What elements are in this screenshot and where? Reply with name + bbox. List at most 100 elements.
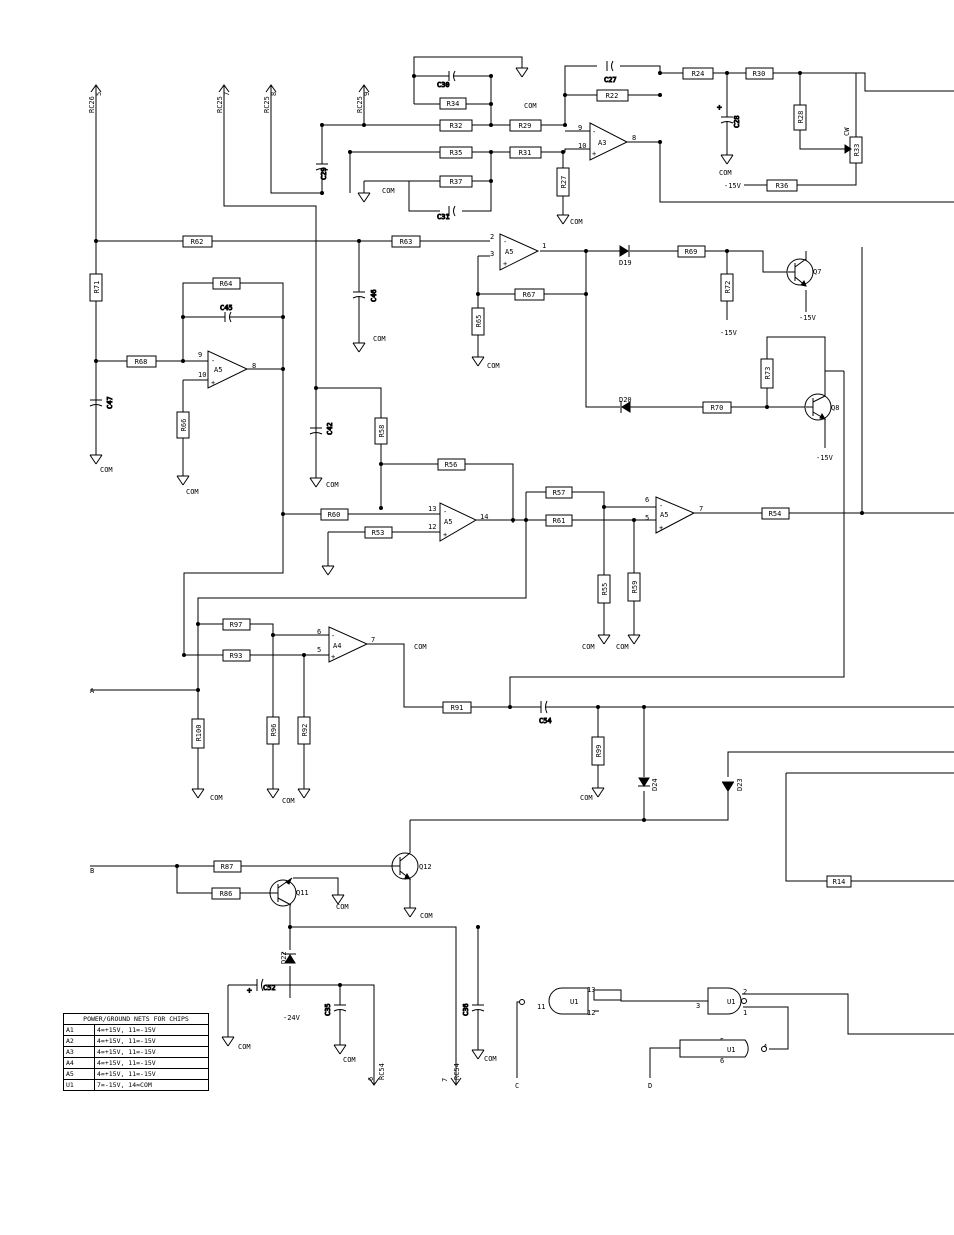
svg-text:R100: R100 (195, 725, 203, 742)
capacitor-c35 (333, 1002, 347, 1015)
svg-text:R57: R57 (553, 489, 566, 497)
resistor-r61: R61 (545, 514, 573, 527)
opamps: A3-+ A5-+ A5-+ A5-+ A5-+ A4-+ (207, 122, 696, 663)
input-labels: A B C D (90, 687, 652, 1090)
svg-text:COM: COM (420, 912, 433, 920)
svg-text:7: 7 (441, 1078, 449, 1082)
svg-text:7: 7 (223, 92, 231, 96)
svg-text:A3: A3 (598, 139, 606, 147)
resistor-r62: R62 (182, 235, 213, 248)
resistor-r57: R57 (545, 486, 573, 499)
opamp-a4: A4-+ (328, 626, 369, 663)
svg-text:R32: R32 (450, 122, 463, 130)
capacitor-c45 (220, 311, 232, 323)
svg-text:R99: R99 (595, 745, 603, 758)
resistor-r30: R30 (745, 67, 774, 80)
svg-text:R67: R67 (523, 291, 536, 299)
svg-text:R27: R27 (560, 176, 568, 189)
svg-text:COM: COM (719, 169, 732, 177)
svg-text:+: + (443, 531, 447, 539)
resistor-r22: R22 (596, 89, 629, 102)
svg-text:R30: R30 (753, 70, 766, 78)
svg-text:-: - (659, 502, 663, 510)
svg-text:-: - (503, 238, 507, 246)
svg-text:C: C (515, 1082, 519, 1090)
svg-text:R29: R29 (519, 122, 532, 130)
svg-text:R34: R34 (447, 100, 460, 108)
resistor-r31: R31 (509, 146, 542, 159)
svg-text:COM: COM (524, 102, 537, 110)
svg-text:U1: U1 (727, 1046, 735, 1054)
svg-text:RC26: RC26 (88, 96, 96, 113)
svg-text:COM: COM (186, 488, 199, 496)
svg-text:12: 12 (428, 523, 436, 531)
svg-text:R65: R65 (475, 315, 483, 328)
opamp-a5-top: A5-+ (499, 233, 540, 271)
svg-text:COM: COM (210, 794, 223, 802)
svg-text:Q7: Q7 (813, 268, 821, 276)
svg-text:COM: COM (373, 335, 386, 343)
svg-text:9: 9 (578, 124, 582, 132)
svg-text:RC54: RC54 (453, 1063, 461, 1080)
svg-text:R37: R37 (450, 178, 463, 186)
resistor-r60: R60 (320, 508, 349, 521)
resistor-r71: R71 (89, 273, 103, 302)
resistor-r73: R73 (760, 358, 774, 389)
svg-text:C45: C45 (220, 304, 233, 312)
capacitor-c30 (440, 70, 462, 82)
svg-text:-15V: -15V (724, 182, 742, 190)
transistor-q11: Q11 (269, 877, 309, 907)
resistor-r87: R87 (213, 860, 242, 873)
svg-text:R61: R61 (553, 517, 566, 525)
svg-text:13: 13 (587, 986, 595, 994)
resistor-r66: R66 (176, 411, 190, 439)
svg-text:R54: R54 (769, 510, 782, 518)
svg-text:R70: R70 (711, 404, 724, 412)
wires (90, 56, 954, 1078)
svg-text:6: 6 (720, 1057, 724, 1065)
svg-text:-: - (592, 128, 596, 136)
capacitor-c42 (309, 426, 323, 438)
resistors-vertical: R27 R28 R33 R65 R72 R73 R71 R66 R58 R55 … (89, 104, 863, 766)
transistor-q8: Q8 (804, 393, 839, 421)
svg-text:COM: COM (484, 1055, 497, 1063)
svg-text:A5: A5 (214, 366, 222, 374)
svg-text:+: + (717, 103, 722, 112)
svg-text:R71: R71 (93, 281, 101, 294)
svg-text:-15V: -15V (720, 329, 738, 337)
svg-text:2: 2 (743, 988, 747, 996)
svg-text:8: 8 (252, 362, 256, 370)
svg-text:Q8: Q8 (831, 404, 839, 412)
svg-text:-15V: -15V (816, 454, 834, 462)
svg-text:COM: COM (414, 643, 427, 651)
svg-text:B: B (90, 867, 94, 875)
svg-text:R66: R66 (180, 419, 188, 432)
diode-d23: D23 (722, 778, 744, 792)
svg-text:R35: R35 (450, 149, 463, 157)
resistor-r86: R86 (211, 887, 241, 900)
svg-text:R64: R64 (220, 280, 233, 288)
resistor-r58: R58 (374, 417, 388, 445)
svg-text:R86: R86 (220, 890, 233, 898)
svg-text:R68: R68 (135, 358, 148, 366)
svg-text:2: 2 (490, 233, 494, 241)
svg-text:R53: R53 (372, 529, 385, 537)
svg-text:5: 5 (645, 514, 649, 522)
svg-text:-: - (443, 508, 447, 516)
svg-text:R62: R62 (191, 238, 204, 246)
svg-text:6: 6 (645, 496, 649, 504)
svg-text:C52: C52 (263, 984, 276, 992)
resistor-r56: R56 (437, 458, 466, 471)
svg-text:10: 10 (578, 142, 586, 150)
svg-text:CW: CW (843, 127, 851, 136)
svg-text:8: 8 (632, 134, 636, 142)
resistor-r97: R97 (222, 618, 251, 631)
svg-text:COM: COM (487, 362, 500, 370)
svg-text:RC54: RC54 (378, 1063, 386, 1080)
svg-text:13: 13 (428, 505, 436, 513)
resistor-r64: R64 (212, 277, 241, 290)
svg-text:COM: COM (100, 466, 113, 474)
